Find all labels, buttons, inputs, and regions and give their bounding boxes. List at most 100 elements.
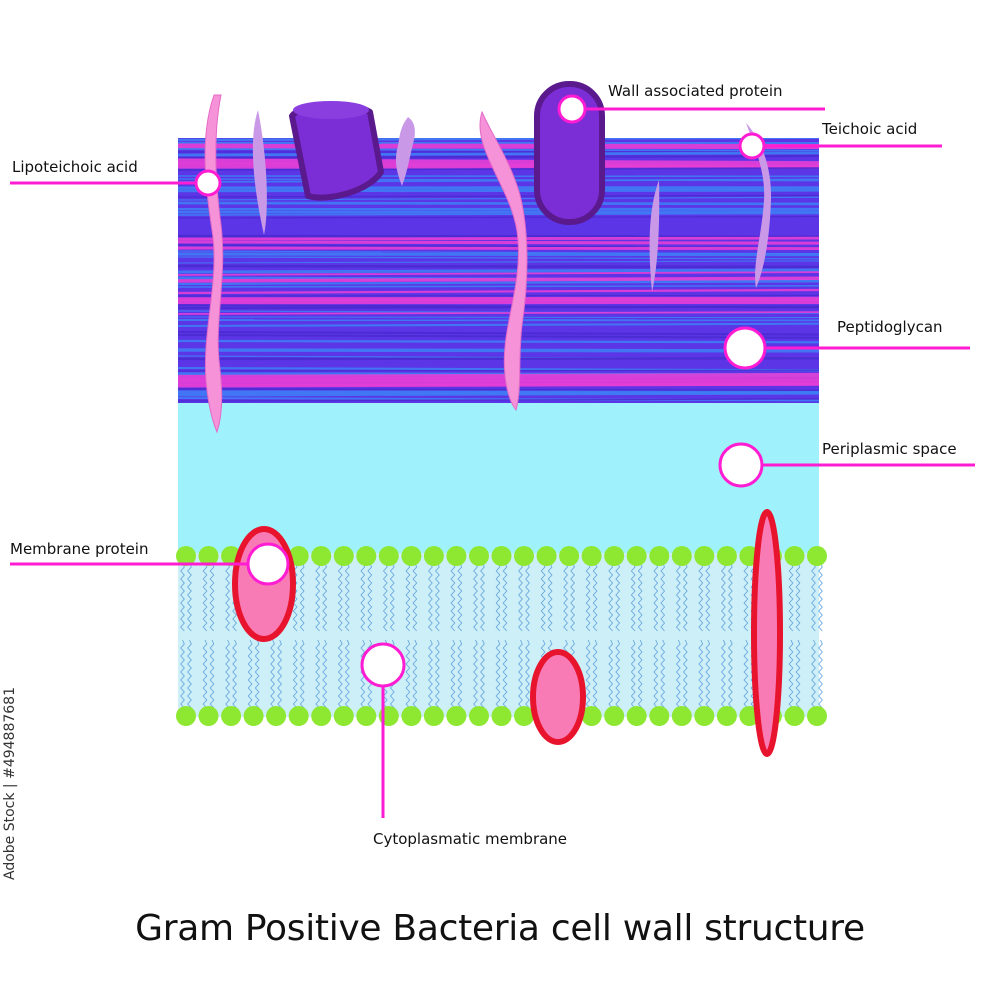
lipid-tail — [254, 639, 260, 709]
lipid-tail — [608, 562, 614, 632]
lipid-tail — [337, 562, 343, 632]
lipid-tail — [630, 562, 636, 632]
label-cytoplasmatic-membrane: Cytoplasmatic membrane — [373, 830, 568, 848]
lipid-head-inner — [716, 706, 737, 726]
lipid-tail — [360, 562, 366, 632]
peptidoglycan-strand — [178, 268, 819, 274]
peptidoglycan-strand — [178, 260, 819, 264]
peptidoglycan-strand — [178, 252, 819, 257]
lipid-tail — [811, 639, 816, 709]
lipid-head-inner — [446, 706, 467, 726]
periplasmic-space-region — [178, 403, 819, 553]
lipid-tail — [705, 639, 711, 709]
lipid-tail — [818, 639, 823, 709]
lipid-tail — [434, 562, 440, 632]
peptidoglycan-strand — [178, 331, 819, 336]
lipid-tail — [209, 639, 215, 709]
teichoic-acid-strand-2 — [395, 117, 415, 186]
peptidoglycan-strand — [178, 316, 819, 319]
lipid-tail — [705, 562, 711, 632]
lipid-head-outer — [626, 546, 647, 566]
lipid-tail — [202, 562, 208, 632]
lipid-tail — [660, 639, 666, 709]
lipid-tail — [322, 562, 328, 632]
lipoteichoic-acid-strand-middle — [479, 110, 528, 412]
lipid-head-inner — [356, 706, 377, 726]
peptidoglycan-strand — [178, 339, 819, 344]
peptidoglycan-strand — [178, 334, 819, 339]
membrane-protein-bottom — [530, 649, 586, 745]
lipid-head-inner — [221, 706, 242, 726]
lipid-tail — [720, 562, 726, 632]
lipid-tail — [180, 562, 185, 632]
lipid-tail — [277, 639, 283, 709]
peptidoglycan-strand — [178, 372, 819, 380]
peptidoglycan-strand — [178, 236, 819, 241]
label-teichoic-acid: Teichoic acid — [822, 120, 918, 138]
lipid-tail — [344, 562, 350, 632]
peptidoglycan-strand — [178, 288, 819, 295]
lipid-head-outer — [198, 546, 219, 566]
lipid-head-inner — [694, 706, 715, 726]
lipid-tail — [727, 562, 733, 632]
wall-associated-protein-capsule — [534, 81, 605, 225]
teichoic-acid-strand-1 — [252, 110, 267, 235]
peptidoglycan-strand — [178, 194, 819, 198]
lipid-tail — [367, 562, 373, 632]
label-membrane-protein: Membrane protein — [10, 540, 149, 558]
lipid-tail — [788, 639, 794, 709]
peptidoglycan-strand — [178, 398, 819, 402]
marker-lipoteichoic-acid — [194, 169, 222, 197]
lipid-tail — [811, 562, 816, 632]
wall-associated-protein-cylinder-top — [293, 101, 369, 119]
lipid-tail — [232, 639, 238, 709]
peptidoglycan-strand — [178, 397, 819, 402]
lipid-head-inner — [469, 706, 489, 726]
lipid-tail — [653, 639, 659, 709]
lipid-head-outer — [536, 546, 557, 566]
peptidoglycan-strand — [178, 212, 819, 216]
lipid-head-outer — [807, 546, 827, 566]
lipid-head-outer — [581, 546, 602, 566]
lipid-tail — [615, 639, 621, 709]
lipid-tail — [698, 562, 704, 632]
lipid-tail — [299, 639, 305, 709]
peptidoglycan-strand — [178, 284, 819, 288]
label-periplasmic-space: Periplasmic space — [822, 440, 957, 458]
lipid-tail — [698, 639, 704, 709]
lipid-tail — [187, 562, 192, 632]
lipid-tail — [434, 639, 440, 709]
lipid-tail — [450, 639, 456, 709]
lipid-head-inner — [333, 706, 354, 726]
lipid-tail — [592, 639, 598, 709]
peptidoglycan-strand — [178, 276, 819, 283]
lipid-tail — [412, 562, 418, 632]
peptidoglycan-strand — [178, 369, 819, 372]
lipid-tail — [405, 562, 411, 632]
lipid-tail — [563, 562, 569, 632]
lipid-head-inner — [288, 706, 309, 726]
lipid-tail — [795, 639, 801, 709]
lipid-head-outer — [784, 546, 805, 566]
lipid-tail — [795, 562, 801, 632]
diagram-title: Gram Positive Bacteria cell wall structu… — [135, 908, 865, 949]
lipid-tail — [525, 639, 530, 709]
lipid-tail — [209, 562, 215, 632]
lipid-tail — [675, 639, 681, 709]
lipid-head-inner — [784, 706, 805, 726]
lipid-tail — [180, 639, 185, 709]
label-wall-associated-protein: Wall associated protein — [608, 82, 783, 100]
lipid-tail — [660, 562, 666, 632]
peptidoglycan-strand — [178, 348, 819, 353]
lipid-tail — [818, 562, 823, 632]
teichoic-acid-strand-4 — [746, 123, 772, 288]
peptidoglycan-strand — [178, 391, 819, 397]
lipid-head-outer — [604, 546, 625, 566]
lipid-tail — [473, 639, 478, 709]
lipid-tail — [720, 639, 726, 709]
lipid-tail — [788, 562, 794, 632]
peptidoglycan-strand — [178, 215, 819, 219]
lipid-head-inner — [671, 706, 692, 726]
lipid-tail — [495, 562, 501, 632]
lipid-head-inner — [311, 706, 332, 726]
